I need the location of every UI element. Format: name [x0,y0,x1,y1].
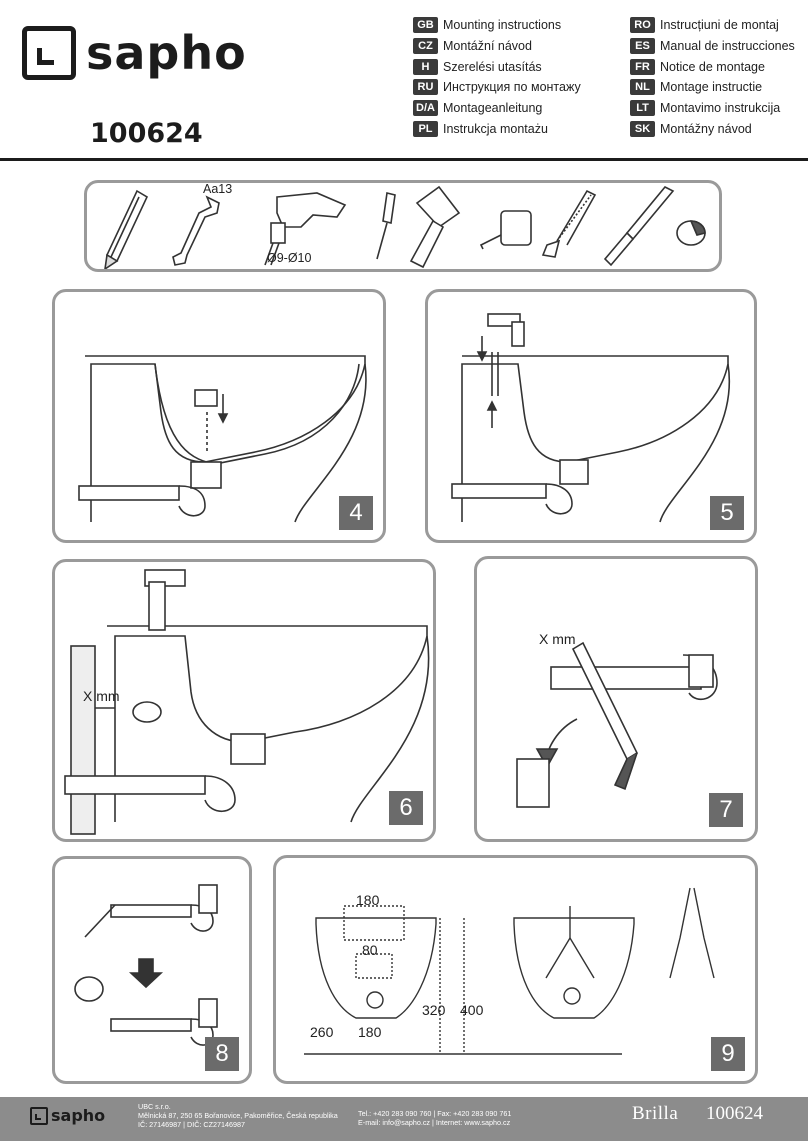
footer-contact: Tel.: +420 283 090 760 | Fax: +420 283 0… [358,1109,511,1127]
file-tool-icon [603,185,675,267]
language-list-left: GB Mounting instructions CZ Montážní návod… [413,15,581,139]
language-row: RU Инструкция по монтажу [413,77,581,98]
step-6-illustration [64,569,430,835]
sealant-icon [676,220,706,246]
step-5-panel: 5 [425,289,757,543]
footer-product-name: Brilla [632,1103,679,1124]
step-7-number: 7 [709,793,743,827]
lang-code: LT [630,100,655,117]
lang-code: ES [630,38,655,55]
lang-code: NL [630,79,655,96]
screwdriver-icon [376,192,396,260]
logo-mark [22,26,76,80]
step-9-number: 9 [711,1037,745,1071]
dim-260: 260 [310,1024,334,1040]
dim-400: 400 [460,1002,484,1018]
language-row: D/A Montageanleitung [413,98,581,119]
hacksaw-icon [541,189,597,258]
step-7-x-mm-label: X mm [539,631,576,647]
company-ids: IČ: 27146987 | DIČ: CZ27146987 [138,1120,245,1129]
lang-name: Instrucțiuni de montaj [660,18,779,33]
lang-name: Montážny návod [660,121,752,136]
step-8-number: 8 [205,1037,239,1071]
step-5-illustration [451,313,731,523]
header-rule [0,158,808,161]
language-row: H Szerelési utasítás [413,56,581,77]
language-row: LT Montavimo instrukcija [630,98,795,119]
tape-measure-icon [479,210,532,250]
tools-panel: Aa13 Ø9-Ø10 [84,180,722,272]
wrench-size-label: Aa13 [203,182,233,196]
step-6-number: 6 [389,791,423,825]
lang-code: D/A [413,100,438,117]
step-7-panel: X mm 7 [474,556,758,842]
step-4-illustration [78,355,367,523]
language-row: GB Mounting instructions [413,15,581,36]
language-row: ES Manual de instrucciones [630,36,795,57]
lang-code: RO [630,17,655,34]
footer-company: UBC s.r.o. Mělnická 87, 250 65 Bořanovic… [138,1102,338,1129]
lang-code: CZ [413,38,438,55]
lang-name: Manual de instrucciones [660,39,795,54]
footer-logo-text: sapho [51,1106,106,1125]
footer-product-code: 100624 [706,1103,763,1124]
lang-name: Инструкция по монтажу [443,80,581,95]
step-9-panel: 180 80 260 180 320 400 9 [273,855,758,1084]
language-row: NL Montage instructie [630,77,795,98]
step-4-number: 4 [339,496,373,530]
lang-code: PL [413,120,438,137]
lang-code: SK [630,120,655,137]
lang-code: H [413,58,438,75]
logo-text: sapho [86,26,247,80]
dim-180-top: 180 [356,892,380,908]
step-5-number: 5 [710,496,744,530]
drill-icon [264,192,347,266]
contact-phone: Tel.: +420 283 090 760 | Fax: +420 283 0… [358,1109,512,1118]
company-name: UBC s.r.o. [138,1102,171,1111]
step-4-panel: 4 [52,289,386,543]
language-row: SK Montážny návod [630,118,795,139]
language-row: CZ Montážní návod [413,36,581,57]
lang-code: GB [413,17,438,34]
product-code: 100624 [90,118,203,149]
lang-name: Montavimo instrukcija [660,101,781,116]
dim-80: 80 [362,942,378,958]
language-row: RO Instrucțiuni de montaj [630,15,795,36]
step-6-x-mm-label: X mm [83,688,120,704]
footer-logo: sapho [30,1106,105,1125]
company-address: Mělnická 87, 250 65 Bořanovice, Pakoměři… [138,1111,338,1120]
contact-email: E-mail: info@sapho.cz | Internet: www.sa… [358,1118,511,1127]
pencil-icon [104,189,149,269]
step-9-illustration [304,887,715,1055]
language-row: FR Notice de montage [630,56,795,77]
wrench-icon [172,195,220,266]
lang-name: Instrukcja montażu [443,121,548,136]
lang-code: FR [630,58,655,75]
lang-name: Montage instructie [660,80,763,95]
lang-code: RU [413,79,438,96]
dim-320: 320 [422,1002,446,1018]
language-list-right: RO Instrucțiuni de montaj ES Manual de ins… [630,15,795,139]
step-8-panel: 8 [52,856,252,1084]
tools-illustration [104,185,706,269]
lang-name: Montážní návod [443,39,532,54]
drill-size-label: Ø9-Ø10 [267,251,312,265]
lang-name: Montageanleitung [443,101,543,116]
footer: sapho UBC s.r.o. Mělnická 87, 250 65 Boř… [0,1097,808,1141]
language-row: PL Instrukcja montażu [413,118,581,139]
footer-logo-mark [30,1106,48,1125]
hammer-icon [409,185,461,269]
lang-name: Mounting instructions [443,18,562,33]
lang-name: Notice de montage [660,59,765,74]
step-8-illustration [74,884,218,1046]
dim-180-bottom: 180 [358,1024,382,1040]
lang-name: Szerelési utasítás [443,59,542,74]
brand-logo: sapho [22,26,247,80]
step-6-panel: X mm 6 [52,559,436,842]
step-7-illustration [516,641,718,808]
